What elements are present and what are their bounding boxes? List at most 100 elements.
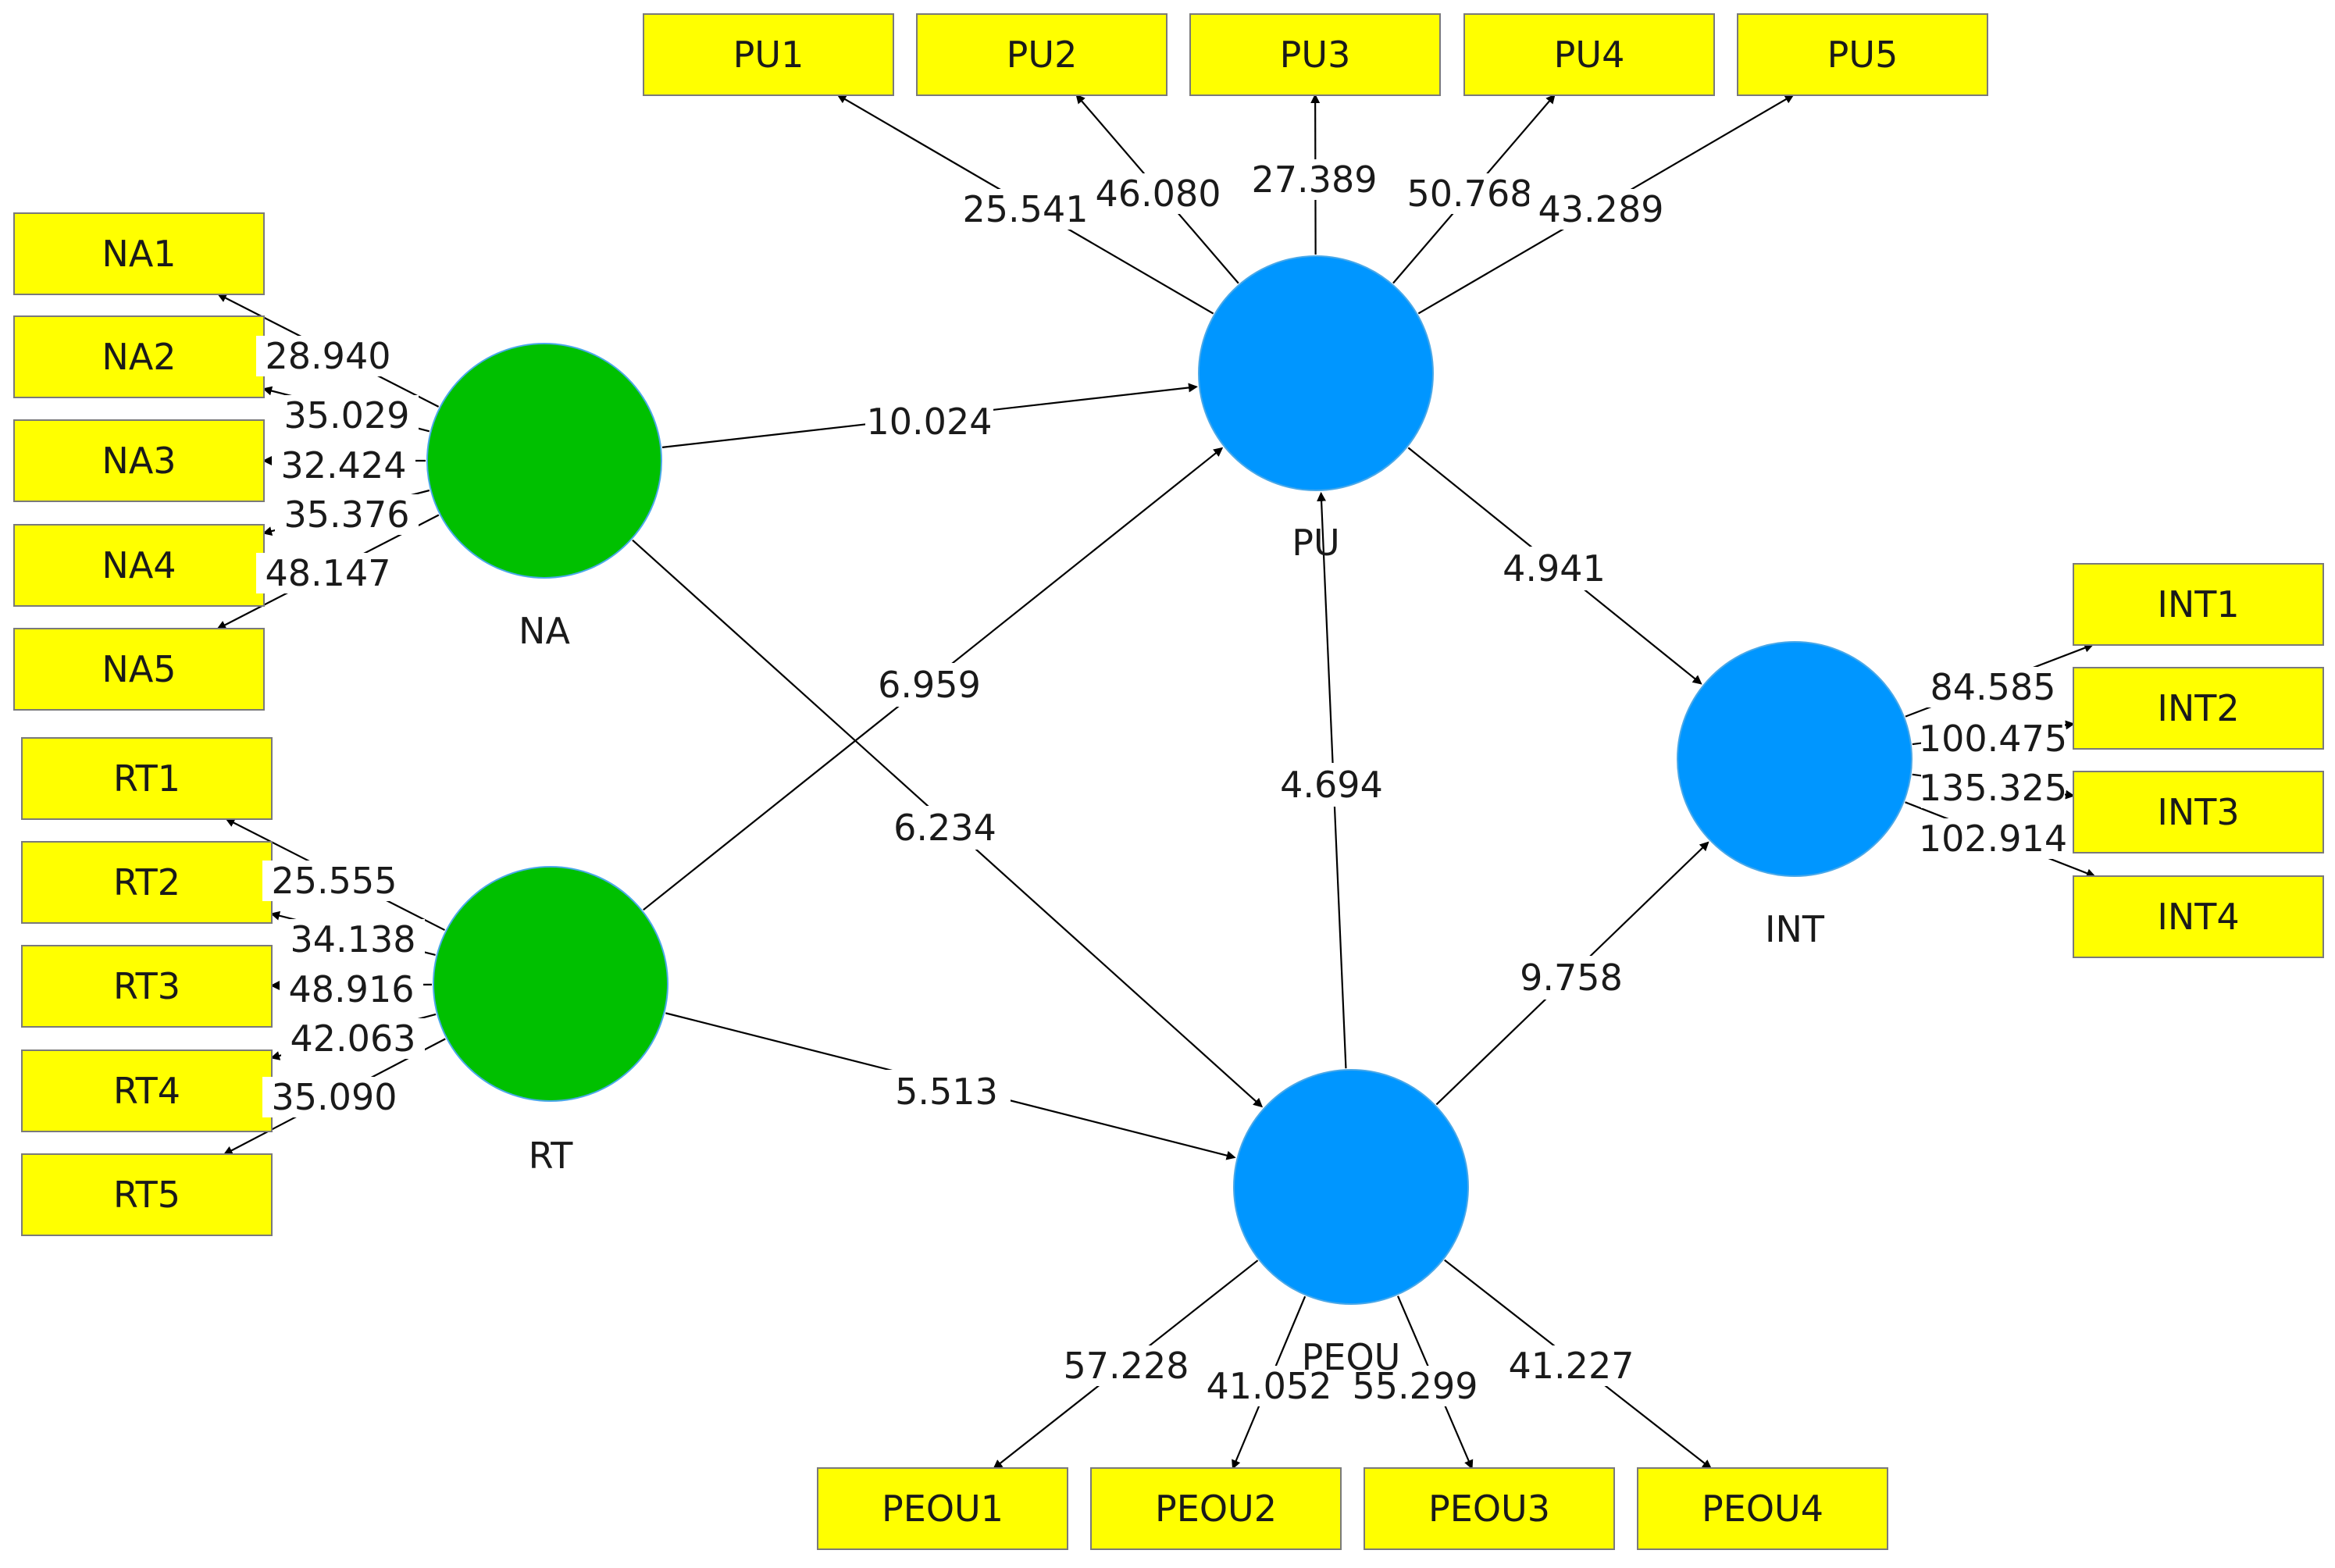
path-coefficient-peou-pu: 4.694 bbox=[1280, 764, 1383, 806]
loading-value-int3: 135.325 bbox=[1919, 767, 2067, 809]
path-label-bg bbox=[1490, 547, 1618, 590]
construct-na[interactable] bbox=[426, 343, 662, 579]
construct-label-rt: RT bbox=[529, 1135, 574, 1177]
indicator-label-int3: INT3 bbox=[2157, 791, 2239, 833]
construct-int[interactable] bbox=[1677, 641, 1913, 877]
indicator-label-int2: INT2 bbox=[2157, 687, 2239, 729]
path-label-bg bbox=[1507, 956, 1635, 1000]
indicator-label-na4: NA4 bbox=[102, 544, 176, 586]
indicator-box-rt5[interactable] bbox=[21, 1153, 273, 1236]
loading-value-pu2: 46.080 bbox=[1096, 173, 1221, 215]
construct-rt[interactable] bbox=[433, 866, 668, 1102]
loading-value-rt3: 48.916 bbox=[289, 968, 415, 1010]
indicator-box-na5[interactable] bbox=[13, 628, 265, 711]
path-coefficient-pu-int: 4.941 bbox=[1503, 547, 1606, 590]
indicator-box-peou4[interactable] bbox=[1637, 1467, 1888, 1550]
indicator-label-na5: NA5 bbox=[102, 648, 176, 690]
loading-label-bg bbox=[262, 861, 406, 901]
indicator-box-na3[interactable] bbox=[13, 419, 265, 502]
loading-label-bg bbox=[1398, 173, 1542, 214]
indicator-label-na2: NA2 bbox=[102, 336, 176, 378]
indicator-box-int2[interactable] bbox=[2073, 667, 2324, 750]
indicator-label-int4: INT4 bbox=[2157, 896, 2239, 938]
loading-value-peou1: 57.228 bbox=[1064, 1345, 1189, 1387]
indicator-label-peou4: PEOU4 bbox=[1702, 1488, 1823, 1530]
indicator-label-peou1: PEOU1 bbox=[882, 1488, 1004, 1530]
indicator-label-pu3: PU3 bbox=[1280, 34, 1351, 76]
loading-label-bg bbox=[280, 969, 423, 1010]
loading-value-rt5: 35.090 bbox=[272, 1076, 397, 1118]
indicator-label-rt3: RT3 bbox=[113, 965, 180, 1007]
loading-label-bg bbox=[1054, 1345, 1198, 1386]
loading-label-bg bbox=[275, 494, 419, 535]
loading-label-bg bbox=[275, 395, 419, 436]
loading-label-bg bbox=[256, 553, 400, 593]
indicator-label-rt1: RT1 bbox=[113, 757, 180, 800]
indicator-label-pu5: PU5 bbox=[1827, 34, 1898, 76]
indicator-box-int3[interactable] bbox=[2073, 771, 2324, 853]
loading-label-bg bbox=[1499, 1345, 1643, 1386]
loading-value-na4: 35.376 bbox=[284, 494, 410, 536]
construct-peou[interactable] bbox=[1233, 1069, 1469, 1305]
indicator-box-rt1[interactable] bbox=[21, 737, 273, 820]
construct-label-pu: PU bbox=[1292, 522, 1339, 564]
path-coefficient-rt-peou: 5.513 bbox=[895, 1071, 998, 1113]
loading-value-int2: 100.475 bbox=[1919, 718, 2067, 760]
loading-value-int1: 84.585 bbox=[1930, 666, 2056, 708]
indicator-box-pu2[interactable] bbox=[916, 13, 1168, 96]
construct-label-na: NA bbox=[519, 610, 570, 652]
loading-label-bg bbox=[281, 1018, 425, 1059]
indicator-box-rt2[interactable] bbox=[21, 841, 273, 924]
path-label-bg bbox=[865, 400, 993, 444]
indicator-label-pu1: PU1 bbox=[733, 34, 804, 76]
indicator-label-na3: NA3 bbox=[102, 440, 176, 482]
loading-label-bg bbox=[272, 445, 415, 486]
loading-label-bg bbox=[1921, 718, 2065, 759]
indicator-label-int1: INT1 bbox=[2157, 583, 2239, 625]
path-coefficient-na-peou: 6.234 bbox=[893, 807, 996, 849]
construct-label-int: INT bbox=[1765, 908, 1825, 950]
indicator-box-int1[interactable] bbox=[2073, 563, 2324, 646]
loading-label-bg bbox=[262, 1077, 406, 1117]
loading-value-na5: 48.147 bbox=[266, 552, 391, 594]
loading-label-bg bbox=[281, 919, 425, 960]
loading-label-bg bbox=[1197, 1366, 1341, 1406]
indicator-label-pu4: PU4 bbox=[1554, 34, 1625, 76]
loading-value-peou3: 55.299 bbox=[1353, 1365, 1478, 1407]
indicator-box-na4[interactable] bbox=[13, 524, 265, 607]
loading-value-pu4: 50.768 bbox=[1407, 173, 1533, 215]
loading-value-rt1: 25.555 bbox=[272, 860, 397, 902]
indicator-box-peou2[interactable] bbox=[1090, 1467, 1342, 1550]
indicator-box-peou3[interactable] bbox=[1364, 1467, 1615, 1550]
loading-value-na2: 35.029 bbox=[284, 394, 410, 437]
indicator-box-pu1[interactable] bbox=[643, 13, 894, 96]
path-coefficient-peou-int: 9.758 bbox=[1520, 957, 1623, 999]
loading-value-pu1: 25.541 bbox=[963, 188, 1089, 230]
path-coefficient-na-pu: 10.024 bbox=[867, 401, 993, 443]
path-label-bg bbox=[865, 663, 993, 707]
path-label-bg bbox=[881, 806, 1009, 850]
loading-value-pu3: 27.389 bbox=[1252, 159, 1378, 201]
construct-label-peou: PEOU bbox=[1302, 1336, 1401, 1378]
indicator-label-peou2: PEOU2 bbox=[1155, 1488, 1277, 1530]
loading-value-peou4: 41.227 bbox=[1509, 1345, 1634, 1387]
indicator-box-pu4[interactable] bbox=[1463, 13, 1715, 96]
loading-value-pu5: 43.289 bbox=[1538, 188, 1664, 230]
indicator-box-rt4[interactable] bbox=[21, 1049, 273, 1132]
indicator-box-pu5[interactable] bbox=[1737, 13, 1988, 96]
indicator-label-rt4: RT4 bbox=[113, 1070, 180, 1112]
indicator-label-pu2: PU2 bbox=[1007, 34, 1078, 76]
indicator-box-int4[interactable] bbox=[2073, 875, 2324, 958]
labels-layer: 10.0246.2346.9595.5134.6944.9419.75828.9… bbox=[256, 159, 2067, 1407]
path-coefficient-rt-pu: 6.959 bbox=[878, 664, 981, 706]
indicator-box-rt3[interactable] bbox=[21, 945, 273, 1028]
indicator-box-peou1[interactable] bbox=[817, 1467, 1068, 1550]
loading-label-bg bbox=[1343, 1366, 1487, 1406]
construct-pu[interactable] bbox=[1198, 255, 1434, 491]
loading-value-int4: 102.914 bbox=[1919, 818, 2067, 860]
indicator-box-na1[interactable] bbox=[13, 212, 265, 295]
indicator-box-pu3[interactable] bbox=[1189, 13, 1441, 96]
loading-label-bg bbox=[1921, 818, 2065, 859]
loading-label-bg bbox=[954, 189, 1097, 230]
